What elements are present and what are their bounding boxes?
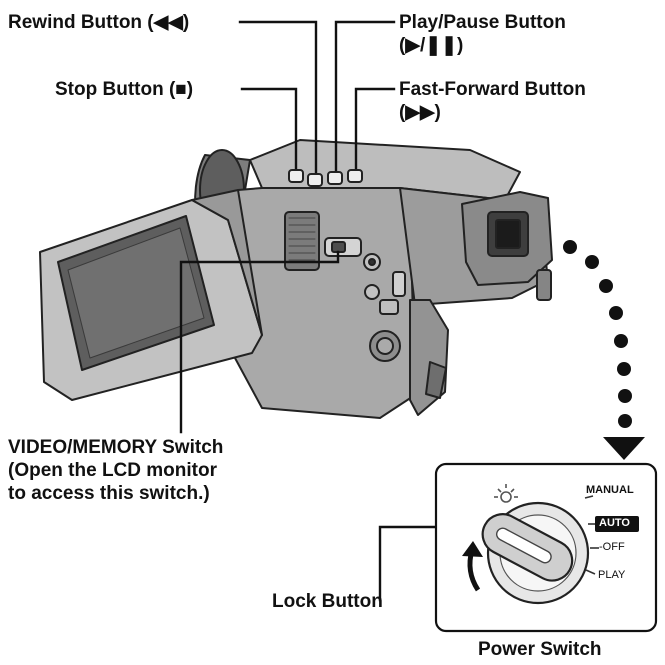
video-memory-label-line1: VIDEO/MEMORY Switch — [8, 437, 224, 458]
video-memory-label-line3: to access this switch.) — [8, 483, 210, 504]
rewind-leader-line — [238, 20, 318, 174]
fast-forward-label-line2: (▶▶) — [399, 102, 441, 123]
play-pause-button-label: Play/Pause Button (▶/❚❚) — [399, 11, 566, 57]
dial-label-off: -OFF — [599, 541, 625, 553]
fast-forward-leader-line — [354, 87, 396, 170]
stop-leader-line — [240, 87, 298, 170]
power-lamp-icon — [494, 484, 518, 503]
dotted-arrow — [563, 240, 645, 460]
lock-button-label: Lock Button — [272, 591, 383, 612]
power-switch-inset — [434, 462, 658, 633]
power-switch-label: Power Switch — [478, 639, 602, 660]
fast-forward-button-label: Fast-Forward Button (▶▶) — [399, 78, 586, 124]
video-memory-label-line2: (Open the LCD monitor — [8, 460, 217, 481]
fast-forward-label-line1: Fast-Forward Button — [399, 79, 586, 100]
camcorder-illustration — [39, 139, 553, 419]
video-memory-switch-label: VIDEO/MEMORY Switch (Open the LCD monito… — [8, 436, 223, 505]
dial-label-manual: MANUAL — [586, 484, 634, 496]
dial-label-play: PLAY — [598, 569, 626, 581]
play-pause-leader-line — [334, 20, 396, 172]
rewind-button-label: Rewind Button (◀◀) — [8, 12, 190, 33]
play-pause-label-line2: (▶/❚❚) — [399, 35, 464, 56]
dial-label-auto: AUTO — [599, 517, 630, 529]
video-memory-leader-line — [179, 250, 340, 434]
stop-button-label: Stop Button (■) — [55, 79, 194, 100]
play-pause-label-line1: Play/Pause Button — [399, 12, 566, 33]
